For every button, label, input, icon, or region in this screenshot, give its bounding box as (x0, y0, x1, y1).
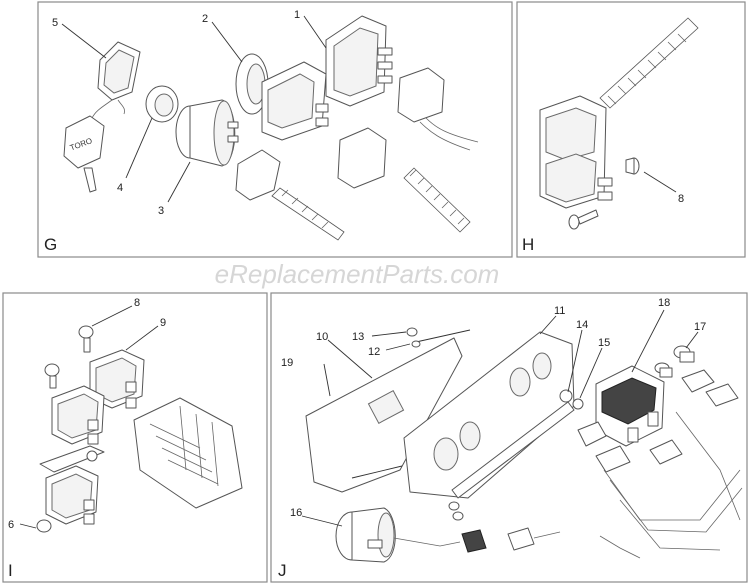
ignition-key: TORO (63, 115, 105, 193)
panel-j-letter: J (278, 561, 287, 580)
leader-j-17 (301, 515, 343, 527)
console-body (403, 331, 575, 499)
callout-g-5: 5 (52, 17, 58, 29)
relay-i-upper (89, 349, 145, 409)
callout-j-10: 10 (316, 331, 328, 343)
wire-loom-h (599, 17, 699, 109)
washer-15 (572, 398, 584, 410)
leader-j-16 (685, 331, 699, 349)
screw-i-left (44, 363, 60, 389)
callout-g-2: 2 (202, 13, 208, 25)
leader-i-6 (19, 523, 37, 529)
leader-j-15 (579, 347, 603, 399)
leader-j-14 (567, 329, 583, 393)
panel-g-parts: TORO (44, 9, 479, 254)
bulb-16 (654, 345, 695, 378)
wire-loom-g (403, 167, 471, 233)
switch-18 (595, 365, 665, 447)
screw-i-top (78, 325, 94, 353)
panel-g-letter: G (44, 235, 57, 254)
callout-j-18: 18 (658, 297, 670, 309)
leader-j-12 (385, 343, 411, 351)
connector-block-i (133, 397, 243, 509)
callout-j-12: 12 (368, 346, 380, 358)
leader-j-19 (323, 363, 331, 397)
callout-i-8: 8 (134, 297, 140, 309)
callout-g-1: 1 (294, 9, 300, 21)
plug-17 (335, 501, 561, 563)
console-rod (415, 329, 471, 343)
leader-h-8 (643, 171, 677, 193)
switch-bezel (235, 53, 269, 115)
callout-h-8: 8 (678, 193, 684, 205)
ignition-switch (175, 99, 239, 167)
leader-2 (211, 21, 243, 63)
panel-h-letter: H (522, 235, 534, 254)
relay-i-lower (45, 465, 99, 525)
rocker-switch-front (261, 61, 329, 141)
callout-j-11: 11 (554, 305, 565, 317)
relay-bracket-h (539, 95, 613, 209)
callout-i-6: 6 (8, 519, 14, 531)
console-side-panel (305, 337, 463, 493)
callout-g-3: 3 (158, 205, 164, 217)
callout-g-4: 4 (117, 182, 123, 194)
panel-i-letter: I (8, 561, 13, 580)
callout-i-9: 9 (160, 317, 166, 329)
washer-12 (411, 340, 421, 348)
leader-j-13 (371, 331, 407, 337)
nut-i (36, 450, 98, 533)
callout-j-17: 16 (290, 507, 302, 519)
callout-j-14: 14 (576, 319, 588, 331)
rocker-switch-back (325, 15, 393, 107)
leader-4 (125, 117, 153, 179)
screw-h-upper (625, 157, 640, 175)
panel-j-parts: 19 10 13 12 11 14 15 18 17 16 J (278, 297, 743, 580)
leader-j-11 (539, 315, 557, 335)
leader-i-8 (91, 305, 133, 327)
console-rod-lower (351, 465, 403, 479)
leader-i-9 (125, 325, 159, 351)
connector-upper (397, 67, 479, 151)
washer-14 (559, 389, 573, 403)
switch-nut (145, 85, 179, 123)
leader-3 (167, 161, 191, 203)
harness-j (577, 369, 743, 559)
leader-j-10 (327, 339, 373, 379)
callout-j-16: 17 (694, 321, 706, 333)
relay-i-middle (51, 385, 105, 445)
watermark-text: eReplacementParts.com (215, 259, 500, 289)
panel-i-parts: 8 9 6 I (8, 297, 243, 580)
wire-harness-g (235, 149, 345, 241)
callout-j-15: 15 (598, 337, 610, 349)
callout-j-13: 13 (352, 331, 364, 343)
leader-5 (61, 23, 107, 59)
panel-h-parts: 8 H (522, 17, 699, 254)
leader-1 (303, 15, 327, 49)
callout-j-19: 19 (281, 357, 293, 369)
washer-13 (406, 327, 418, 337)
connector-middle (337, 127, 387, 189)
screw-h-lower (568, 209, 599, 230)
leader-j-18 (631, 309, 665, 373)
ignition-key-fob (91, 41, 141, 119)
